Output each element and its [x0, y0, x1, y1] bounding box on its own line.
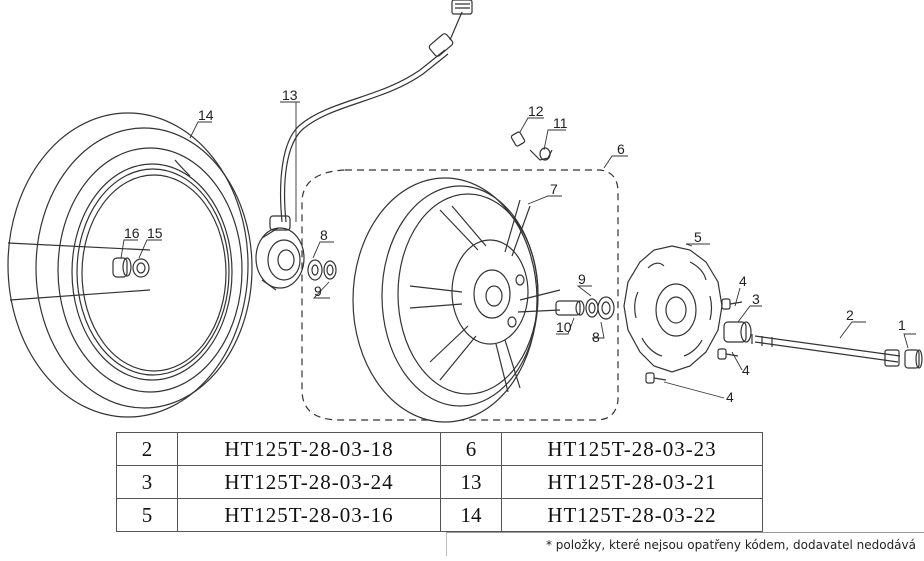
part-number: 13 — [440, 465, 502, 499]
bearing-part-9-left — [323, 260, 337, 280]
seal-part-8-right — [597, 296, 615, 320]
part-code: HT125T-28-03-21 — [501, 465, 763, 499]
part-code: HT125T-28-03-23 — [501, 432, 763, 466]
part-code: HT125T-28-03-22 — [501, 498, 763, 532]
part-number: 2 — [116, 432, 178, 466]
spacer-part-3 — [723, 321, 752, 343]
brake-disc-part-5 — [623, 245, 723, 373]
callout-7: 7 — [550, 181, 558, 197]
callout-1: 1 — [898, 317, 906, 333]
callout-8-left: 8 — [320, 227, 328, 243]
part-number: 14 — [440, 498, 502, 532]
callout-4-top: 4 — [739, 273, 747, 289]
axle-part-2 — [751, 334, 901, 367]
speedometer-drive-housing — [255, 215, 305, 291]
valve-cap-part-12 — [510, 131, 526, 147]
table-row: 2 HT125T-28-03-18 6 HT125T-28-03-23 — [116, 432, 763, 466]
parts-code-table: 2 HT125T-28-03-18 6 HT125T-28-03-23 3 HT… — [116, 432, 763, 532]
part-number: 6 — [440, 432, 502, 466]
bolt-part-4-bottom — [645, 372, 667, 384]
callout-10: 10 — [556, 319, 572, 335]
part-number: 5 — [116, 498, 178, 532]
callout-14: 14 — [198, 107, 214, 123]
hub-spacer-part-16 — [112, 257, 132, 278]
seal-part-8-left — [307, 259, 323, 281]
callout-3: 3 — [752, 291, 760, 307]
part-code: HT125T-28-03-24 — [177, 465, 441, 499]
callout-11: 11 — [553, 115, 568, 131]
callout-4-bottom: 4 — [726, 389, 734, 405]
callout-9-left: 9 — [314, 283, 322, 299]
callout-5: 5 — [694, 229, 702, 245]
axle-nut-part-1 — [904, 349, 923, 369]
table-row: 5 HT125T-28-03-16 14 HT125T-28-03-22 — [116, 498, 763, 532]
callout-12: 12 — [528, 103, 544, 119]
callout-9-right: 9 — [578, 271, 586, 287]
callout-8-right: 8 — [592, 329, 600, 345]
callout-16: 16 — [124, 225, 140, 241]
callout-13: 13 — [282, 87, 298, 103]
part-code: HT125T-28-03-18 — [177, 432, 441, 466]
callout-15: 15 — [147, 225, 163, 241]
part-number: 3 — [116, 465, 178, 499]
part-code: HT125T-28-03-16 — [177, 498, 441, 532]
table-row: 3 HT125T-28-03-24 13 HT125T-28-03-21 — [116, 465, 763, 499]
bolt-part-4-middle — [717, 348, 739, 360]
footnote: * položky, které nejsou opatřeny kódem, … — [446, 532, 924, 556]
exploded-wheel-diagram: 1 2 3 4 4 4 5 6 7 8 8 9 9 10 11 12 13 14… — [7, 0, 923, 423]
spacer-sleeve-part-10 — [555, 300, 585, 316]
callout-4-middle: 4 — [742, 362, 750, 378]
callout-6: 6 — [617, 141, 625, 157]
callout-2: 2 — [846, 307, 854, 323]
speedometer-cable-part-13 — [280, 0, 473, 223]
wheel-rim-part-7 — [352, 177, 561, 423]
bolt-part-4-top — [721, 298, 743, 310]
tire-part-14 — [7, 112, 253, 418]
valve-stem-part-11 — [529, 147, 553, 161]
bearing-part-9-right — [585, 298, 599, 318]
hub-nut-part-15 — [132, 258, 150, 278]
